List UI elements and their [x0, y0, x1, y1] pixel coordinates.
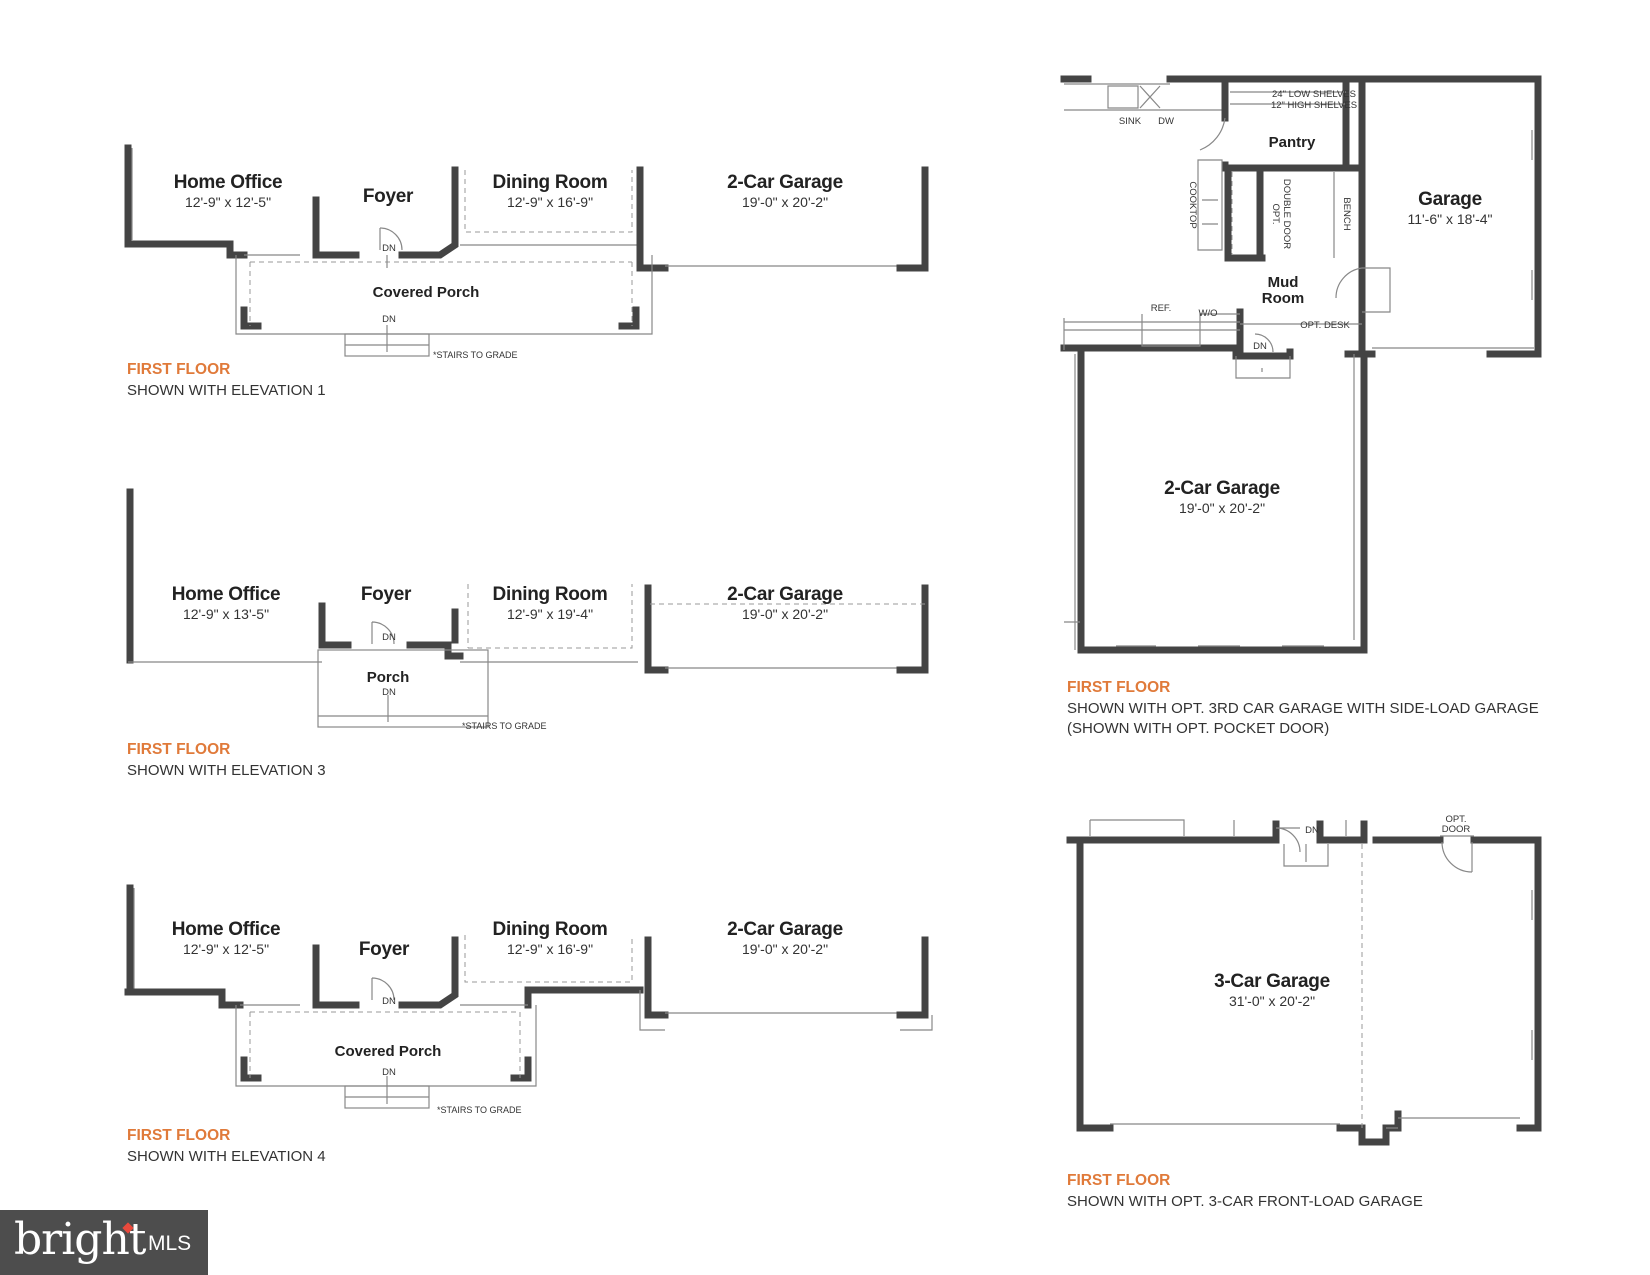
- room-name: Foyer: [363, 186, 414, 207]
- room-name: Room: [1262, 290, 1305, 307]
- room-dimensions: 12'-9" x 16'-9": [507, 194, 593, 210]
- porch-label: Covered Porch: [373, 284, 480, 301]
- caption-subtitle: SHOWN WITH OPT. 3RD CAR GARAGE WITH SIDE…: [1067, 700, 1539, 717]
- cooktop-label: COOKTOP: [1187, 181, 1198, 228]
- stair-down-label: DN: [382, 687, 396, 698]
- room-dimensions: 19'-0" x 20'-2": [742, 606, 828, 622]
- stair-down-label: DN: [382, 1067, 396, 1078]
- room-dimensions: 12'-9" x 19'-4": [507, 606, 593, 622]
- room-dimensions: 12'-9" x 12'-5": [183, 941, 269, 957]
- stair-down-label: DN: [1305, 825, 1319, 836]
- plan-front-load-garage: DN OPT. DOOR 3-Car Garage 31'-0" x 20'-2…: [1066, 814, 1542, 1210]
- wall-oven-label: W/O: [1199, 308, 1218, 319]
- caption-title: FIRST FLOOR: [1067, 679, 1170, 696]
- optional-door-label: OPT.: [1445, 814, 1466, 825]
- bright-mls-logo: bright MLS: [0, 1210, 208, 1275]
- low-shelves-label: 24" LOW SHELVES: [1272, 89, 1356, 100]
- room-name: Garage: [1418, 189, 1482, 210]
- plan-elevation-4: Home Office 12'-9" x 12'-5" Foyer Dining…: [124, 884, 933, 1165]
- room-name: Home Office: [174, 172, 283, 193]
- room-dimensions: 19'-0" x 20'-2": [742, 194, 828, 210]
- logo-brand-text: bright: [14, 1214, 146, 1265]
- room-dimensions: 11'-6" x 18'-4": [1407, 211, 1492, 227]
- caption-title: FIRST FLOOR: [127, 1127, 230, 1144]
- stair-down-label: DN: [1253, 341, 1267, 352]
- stair-down-label: DN: [382, 243, 396, 254]
- plan-elevation-3: Home Office 12'-9" x 13'-5" Foyer Dining…: [126, 488, 929, 779]
- room-dimensions: 31'-0" x 20'-2": [1229, 993, 1315, 1009]
- room-name: 2-Car Garage: [727, 919, 843, 940]
- stair-down-label: DN: [382, 996, 396, 1007]
- stair-down-label: DN: [382, 314, 396, 325]
- room-name: Foyer: [361, 584, 412, 605]
- caption-title: FIRST FLOOR: [127, 741, 230, 758]
- room-name: Foyer: [359, 939, 410, 960]
- refrigerator-label: REF.: [1151, 303, 1172, 314]
- porch-label: Porch: [367, 669, 410, 686]
- caption-subtitle: SHOWN WITH ELEVATION 3: [127, 762, 326, 779]
- room-name: 3-Car Garage: [1214, 971, 1330, 992]
- double-door-label: DOUBLE DOOR: [1281, 179, 1292, 249]
- high-shelves-label: 12" HIGH SHELVES: [1271, 100, 1357, 111]
- stairs-note: *STAIRS TO GRADE: [437, 1105, 522, 1115]
- room-name: 2-Car Garage: [1164, 478, 1280, 499]
- room-dimensions: 19'-0" x 20'-2": [1179, 500, 1265, 516]
- room-name: 2-Car Garage: [727, 172, 843, 193]
- optional-door-label: DOOR: [1442, 824, 1471, 835]
- room-dimensions: 19'-0" x 20'-2": [742, 941, 828, 957]
- room-dimensions: 12'-9" x 12'-5": [185, 194, 271, 210]
- caption-subtitle: (SHOWN WITH OPT. POCKET DOOR): [1067, 720, 1329, 737]
- room-name: Dining Room: [493, 919, 608, 940]
- caption-subtitle: SHOWN WITH OPT. 3-CAR FRONT-LOAD GARAGE: [1067, 1193, 1423, 1210]
- room-dimensions: 12'-9" x 13'-5": [183, 606, 269, 622]
- caption-title: FIRST FLOOR: [1067, 1172, 1170, 1189]
- bench-label: BENCH: [1341, 197, 1352, 230]
- dishwasher-label: DW: [1158, 116, 1174, 127]
- sink-label: SINK: [1119, 116, 1142, 127]
- caption-subtitle: SHOWN WITH ELEVATION 4: [127, 1148, 326, 1165]
- room-name: Mud: [1268, 274, 1299, 291]
- caption-subtitle: SHOWN WITH ELEVATION 1: [127, 382, 326, 399]
- room-name: Pantry: [1269, 134, 1316, 151]
- room-dimensions: 12'-9" x 16'-9": [507, 941, 593, 957]
- logo-mls-text: MLS: [148, 1232, 192, 1255]
- room-name: Dining Room: [493, 172, 608, 193]
- caption-title: FIRST FLOOR: [127, 361, 230, 378]
- plan-side-load-garage: SINK DW 24" LOW SHELVES 12" HIGH SHELVES…: [1060, 75, 1542, 737]
- stair-down-label: DN: [382, 632, 396, 643]
- room-name: Dining Room: [493, 584, 608, 605]
- stairs-note: *STAIRS TO GRADE: [462, 721, 547, 731]
- plan-elevation-1: Home Office 12'-9" x 12'-5" Foyer Dining…: [124, 144, 929, 399]
- porch-label: Covered Porch: [335, 1043, 442, 1060]
- room-name: Home Office: [172, 584, 281, 605]
- room-name: 2-Car Garage: [727, 584, 843, 605]
- stairs-note: *STAIRS TO GRADE: [433, 350, 518, 360]
- room-name: Home Office: [172, 919, 281, 940]
- opt-label: OPT.: [1270, 203, 1281, 224]
- optional-desk-label: OPT. DESK: [1300, 320, 1350, 331]
